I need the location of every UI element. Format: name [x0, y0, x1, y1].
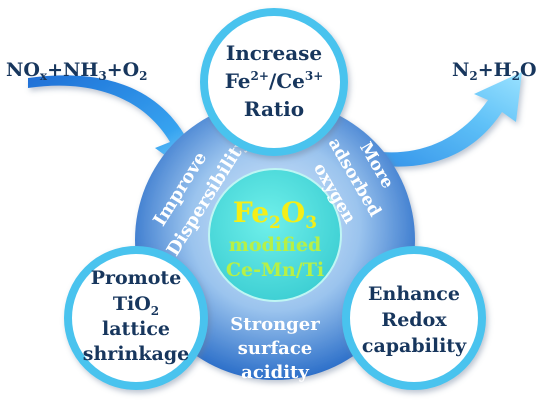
center-line2: modified [229, 234, 321, 256]
node-bottom-left-circle [64, 246, 208, 390]
node-bottom-left-line2: TiO2 [113, 293, 159, 318]
node-bottom-left-line4: shrinkage [83, 343, 189, 365]
node-bottom-right-line1: Enhance [368, 283, 460, 305]
center-line3: Ce-Mn/Ti [226, 259, 324, 281]
right-curved-arrow [352, 72, 522, 167]
ring-label-surface: surface [238, 338, 313, 359]
center-circle [208, 168, 342, 302]
ring-label-acidity: acidity [241, 362, 309, 383]
left-reaction-text: NOx+NH3+O2 [6, 59, 148, 83]
node-bottom-right-line2: Redox [381, 309, 447, 331]
node-bottom-left-line1: Promote [91, 267, 182, 289]
node-bottom-left-line3: lattice [102, 318, 170, 340]
node-top-line2: Fe2+/Ce3+ [225, 69, 324, 93]
center-formula: Fe2O3 [233, 196, 317, 233]
ring-label-stronger: Stronger [230, 314, 320, 335]
right-product-text: N2+H2O [452, 59, 537, 83]
node-bottom-right-line3: capability [362, 335, 467, 357]
node-top-line3: Ratio [244, 97, 304, 121]
node-top-circle [200, 8, 348, 156]
node-top-line1: Increase [226, 41, 322, 65]
node-bottom-right-circle [342, 246, 486, 390]
